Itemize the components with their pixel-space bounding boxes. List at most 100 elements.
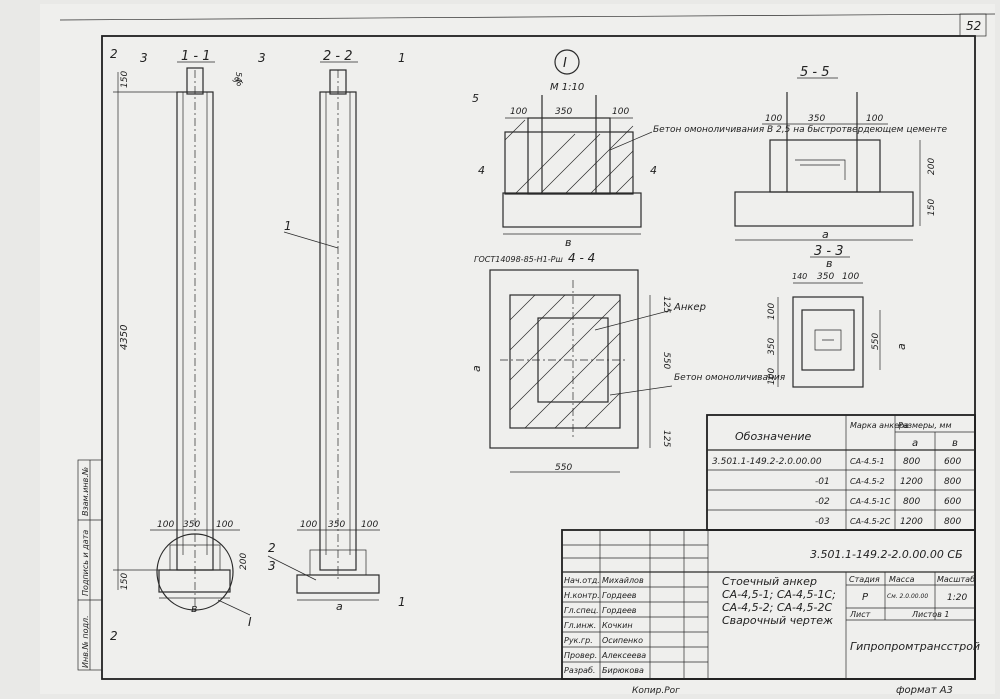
cut-2-left: 2 [110,47,118,61]
org: Гипропромтрансстрой [850,640,980,653]
dim-a-5: а [822,228,829,241]
h-mass: Масса [889,575,915,584]
view-3-3: 3 - 3 140 350 100 в 100 350 100 550 а [767,244,908,388]
h-b: в [952,438,958,449]
row2-mark: СА-4.5-1С [850,497,891,506]
title-1-1: 1 - 1 [181,49,211,64]
row1-mark: СА-4.5-2 [850,477,885,486]
pos-2: 2 [268,541,276,555]
role-2: Гл.спец. [564,606,599,615]
h-sizes: Размеры, мм [898,421,952,430]
stage: Р [862,592,869,603]
dim-100-3: 100 [842,272,859,282]
role-0: Нач.отд. [564,576,600,585]
h-scale: Масштаб [937,575,975,584]
detail-title: I [563,56,567,71]
dim-140-3: 140 [792,272,807,281]
cut-5-top: 5 [472,92,479,105]
mass: См. 2.0.00.00 [887,593,928,600]
side-stamp: Инв.№ подл. Подпись и дата Взам.инв.№ [77,459,103,671]
dim-a-3: а [895,343,908,350]
title-4-4: 4 - 4 [568,251,595,265]
copied-by: Копир.Рог [632,686,680,696]
view-4-4: 4 - 4 ГОСТ14098-85-Н1-Рш 125 550 125 а 5… [470,251,786,473]
dim-550-4h: 550 [555,463,572,473]
cut-4-left: 4 [478,164,485,177]
dim-100-2l: 100 [300,520,317,530]
title-5-5: 5 - 5 [800,65,830,80]
role-6: Разраб. [564,666,595,675]
dim-200-5: 200 [927,158,937,175]
dim-54: 54 [234,72,243,82]
title-line-2: СА-4,5-1; СА-4,5-1С; [722,588,836,601]
role-1: Н.контр. [564,591,600,600]
h-a: а [912,438,918,449]
dim-550-3: 550 [871,333,881,350]
sheets-label: Листов 1 [911,610,950,619]
dim-350-1: 350 [183,520,200,530]
role-4: Рук.гр. [564,636,593,645]
dim-b-1: в [191,602,197,615]
dim-100-5b: 100 [866,114,883,124]
cut-3-right: 3 [258,51,266,65]
name-1: Гордеев [602,591,637,600]
row0-a: 800 [903,457,920,467]
dim-100-3a: 100 [767,303,777,320]
row2-desig: -02 [815,497,830,507]
view-2-2: 100 350 100 а 2 - 2 1 1 1 2 3 [267,49,406,613]
view-5-5: 5 - 5 100 350 100 200 150 а [734,65,937,241]
format-label: формат А3 [896,685,953,696]
dim-4350: 4350 [119,325,130,350]
cut-4-right: 4 [650,164,657,177]
view-detail-I: I М 1:10 100 350 100 в 5 4 4 Бетон омоно… [472,49,947,249]
row0-desig: 3.501.1-149.2-2.0.00.00 [712,457,822,467]
dim-100-2r: 100 [361,520,378,530]
cut-3-left: 3 [140,51,148,65]
row3-desig: -03 [815,517,830,527]
concrete-note-1: Бетон омоноличивания В 2,5 на быстротвер… [653,125,947,135]
role-5: Провер. [564,651,597,660]
dim-100-3c: 100 [767,368,777,385]
scale: 1:20 [947,593,967,603]
row0-mark: СА-4.5-1 [850,457,885,466]
dim-100-l: 100 [157,520,174,530]
detail-scale: М 1:10 [550,82,584,93]
dim-550-4v: 550 [661,352,671,369]
name-2: Гордеев [602,606,637,615]
pos-1: 1 [284,219,292,233]
title-block: 3.501.1-149.2-2.0.00.00 СБ Стоечный анке… [561,529,980,680]
anchor-label: Анкер [673,302,706,313]
row3-mark: СА-4.5-2С [850,517,891,526]
row3-b: 800 [944,517,961,527]
dim-350-d: 350 [555,107,572,117]
concrete-label: Бетон омоноличивания [674,373,786,383]
dim-100-d1: 100 [510,107,527,117]
stamp-replace: Взам.инв.№ [81,467,90,516]
name-5: Алексеева [601,651,646,660]
dim-150-5: 150 [927,199,937,216]
row2-a: 800 [903,497,920,507]
dim-a-2: а [336,600,343,613]
detail-ref: I [248,615,252,629]
pos-3: 3 [268,559,276,573]
view-1-1: 150 4350 150 54 96 100 350 100 200 в 1 -… [110,47,266,643]
sheet-number: 52 [966,19,981,33]
sheet-label: Лист [849,610,871,619]
title-line-4: Сварочный чертеж [722,614,833,627]
row1-a: 1200 [900,477,923,487]
title-3-3: 3 - 3 [814,244,844,259]
h-designation: Обозначение [735,430,812,443]
name-4: Осипенко [602,636,643,645]
dim-100-d2: 100 [612,107,629,117]
role-3: Гл.инж. [564,621,596,630]
cut-1-top: 1 [398,51,406,65]
row1-b: 800 [944,477,961,487]
row2-b: 600 [944,497,961,507]
spec-table: Обозначение Марка анкера Размеры, мм а в… [706,414,976,531]
drawing-frame [101,35,976,680]
dim-b-d: в [565,236,571,249]
name-3: Кочкин [602,621,633,630]
row0-b: 600 [944,457,961,467]
stamp-sign: Подпись и дата [81,530,90,596]
